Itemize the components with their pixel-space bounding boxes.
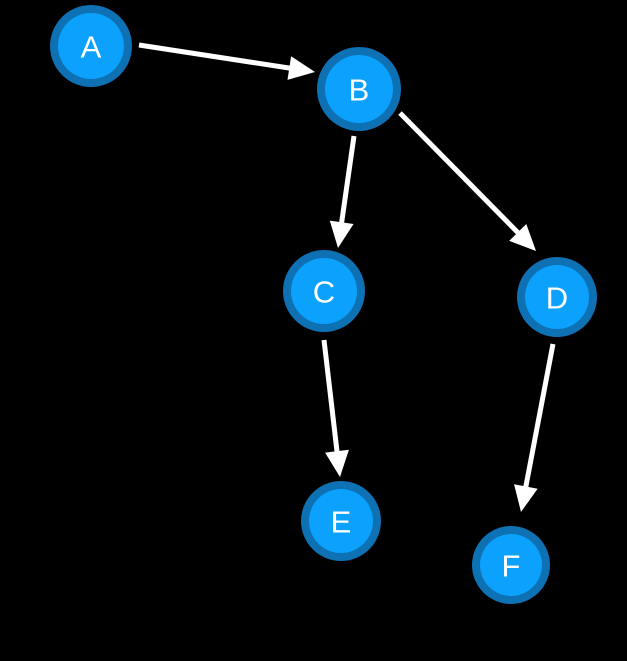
graph-node-a[interactable]: A <box>50 5 132 87</box>
node-core <box>58 13 124 79</box>
edge-arrowhead <box>325 449 349 477</box>
edge-shaft <box>321 339 340 455</box>
node-label: A <box>81 30 102 65</box>
edge-arrowhead <box>514 484 538 512</box>
graph-node-b[interactable]: B <box>317 47 401 131</box>
node-core <box>291 258 357 324</box>
node-label: E <box>331 505 352 540</box>
graph-edge-b-c[interactable] <box>329 135 357 248</box>
graph-node-c[interactable]: C <box>283 250 365 332</box>
graph-node-d[interactable]: D <box>517 257 597 337</box>
edge-shaft <box>398 111 522 237</box>
graph-edge-a-b[interactable] <box>138 42 315 80</box>
graph-edge-d-f[interactable] <box>514 343 556 512</box>
node-core <box>525 265 589 329</box>
node-core <box>480 534 542 596</box>
edge-arrowhead <box>329 220 354 248</box>
graph-node-e[interactable]: E <box>301 481 381 561</box>
node-core <box>325 55 393 123</box>
edge-shaft <box>338 135 357 226</box>
edge-arrowhead <box>509 224 536 251</box>
edge-shaft <box>522 343 556 490</box>
graph-node-f[interactable]: F <box>472 526 550 604</box>
graph-edge-b-d[interactable] <box>398 111 536 251</box>
nodes-layer: A B C D E F <box>50 5 597 604</box>
edge-arrowhead <box>287 56 315 80</box>
edge-shaft <box>138 42 293 71</box>
node-core <box>309 489 373 553</box>
node-label: D <box>546 281 568 316</box>
edges-layer <box>138 42 556 512</box>
node-label: B <box>349 73 370 108</box>
node-label: C <box>313 275 335 310</box>
graph-edge-c-e[interactable] <box>321 339 349 477</box>
node-label: F <box>502 549 521 584</box>
